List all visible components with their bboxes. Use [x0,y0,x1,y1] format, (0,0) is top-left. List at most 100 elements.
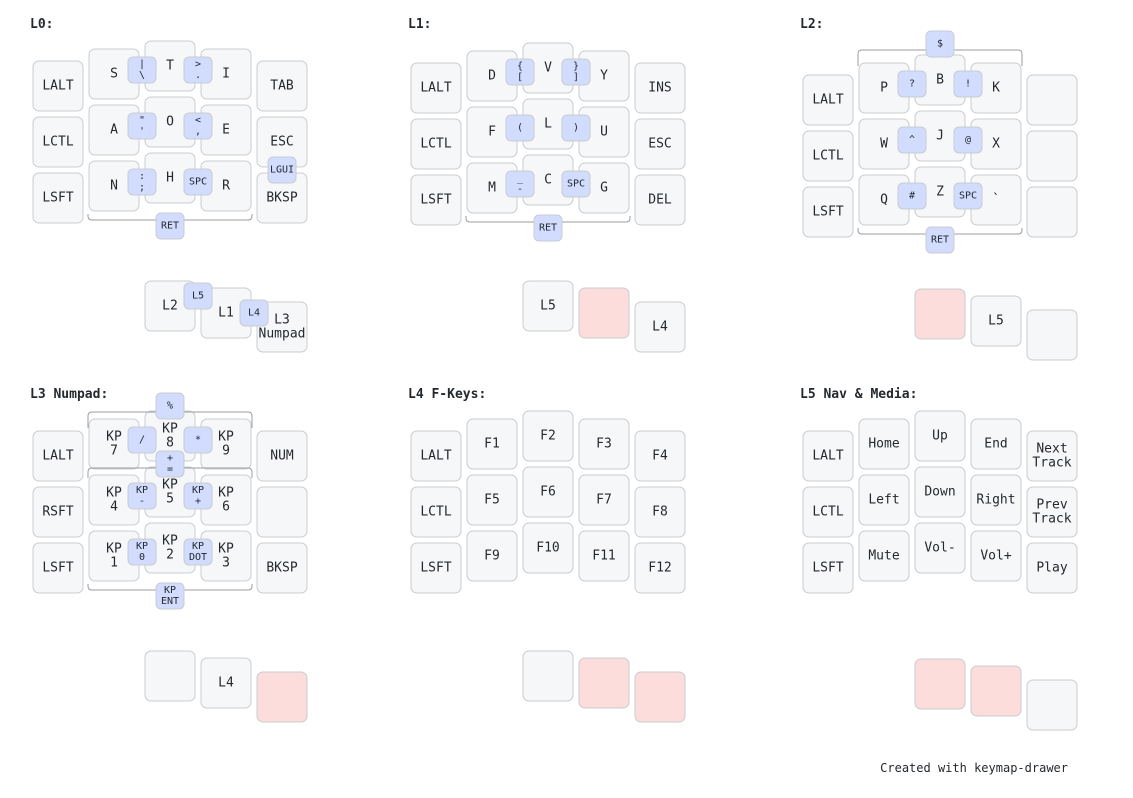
combo-cap [505,170,535,198]
key-label: Numpad [259,327,306,342]
key-label: 0 [139,552,145,563]
key-label: , [195,126,201,137]
combo-cap [897,182,927,210]
key-cap [410,486,462,538]
thumb-key-blank [634,671,686,723]
key-f3: F3 [578,418,630,470]
key-cap [32,542,84,594]
key-cap [802,186,854,238]
key-cap [802,486,854,538]
combo-kp-0: KP0 [127,538,157,566]
combo-sym: += [155,450,185,478]
key-label: 5 [166,492,174,507]
combo-kp: KP- [127,482,157,510]
key-cap [970,418,1022,470]
key-label: ENT [161,596,179,607]
thumb-key-blank [522,650,574,702]
combo-cap [183,112,213,140]
layer-title: L1: [408,17,431,32]
key-right: Right [970,474,1022,526]
key-label: Vol+ [980,549,1011,564]
key-label: F4 [652,449,668,464]
combo-sym: |\ [127,56,157,84]
key-label: W [880,137,888,152]
key-lalt: LALT [32,430,84,482]
key-label: Up [932,429,948,444]
key-label: NUM [270,449,294,464]
key-label: F1 [484,437,500,452]
key-label: KP [106,486,122,501]
key-label: ' [139,126,145,137]
key-lctl: LCTL [410,486,462,538]
key-lsft: LSFT [410,542,462,594]
key-label: \ [139,70,145,81]
key-cap [578,530,630,582]
thumb-key-l5: L5 [970,295,1022,347]
combo-cap [953,126,983,154]
key-label: F8 [652,505,668,520]
key-lctl: LCTL [32,116,84,168]
layer-title: L4 F-Keys: [408,387,486,402]
key-label: Y [600,69,608,84]
key-cap [466,418,518,470]
key-label: " [139,115,145,126]
key-label: KP [162,478,178,493]
thumb-key-blank [914,288,966,340]
key-label: D [488,69,496,84]
key-label: DOT [189,552,207,563]
key-cap [410,430,462,482]
key-label: Down [924,485,955,500]
key-cap [634,301,686,353]
key-label: A [110,123,118,138]
key-label: LCTL [420,137,451,152]
key-cap [522,522,574,574]
combo-sym: @ [953,126,983,154]
key-label: Track [1032,456,1071,471]
key-label: S [110,67,118,82]
key-label: - [517,184,523,195]
combo-ret: RET [155,212,185,240]
key-kp-4: KP4 [88,474,140,526]
combo-ret: RET [925,226,955,254]
key-cap [802,74,854,126]
key-cap [858,530,910,582]
combo-cap [897,126,927,154]
key-cap [522,280,574,332]
thumb-key-blank [914,658,966,710]
key-label: / [139,435,145,446]
key-down: Down [914,466,966,518]
combo-sym: ? [897,70,927,98]
layer-title: L3 Numpad: [30,387,108,402]
combo-sym: >. [183,56,213,84]
key-cap [634,174,686,226]
combo-cap [561,170,591,198]
key-label: TAB [270,79,294,94]
key-cap [522,466,574,518]
key-label: F3 [596,437,612,452]
combo-sym: ! [953,70,983,98]
combo-cap [127,482,157,510]
key-label: LALT [812,93,843,108]
combo-sym: ( [505,114,535,142]
key-cap [914,658,966,710]
key-label: 3 [222,556,230,571]
key-left: Left [858,474,910,526]
thumb-key-blank [1026,309,1078,361]
key-label: 7 [110,444,118,459]
thumb-key-blank [970,665,1022,717]
key-kp-2: KP2 [144,522,196,574]
key-cap [1026,430,1078,482]
combo-cap [505,58,535,86]
combo-sym: ^ [897,126,927,154]
key-end: End [970,418,1022,470]
key-vol: Vol- [914,522,966,574]
key-cap [578,474,630,526]
key-label: KP [164,585,176,596]
key-f7: F7 [578,474,630,526]
key-cap [1026,309,1078,361]
key-label: < [195,115,201,126]
key-cap [634,671,686,723]
key-play: Play [1026,542,1078,594]
key-label: @ [965,135,971,146]
